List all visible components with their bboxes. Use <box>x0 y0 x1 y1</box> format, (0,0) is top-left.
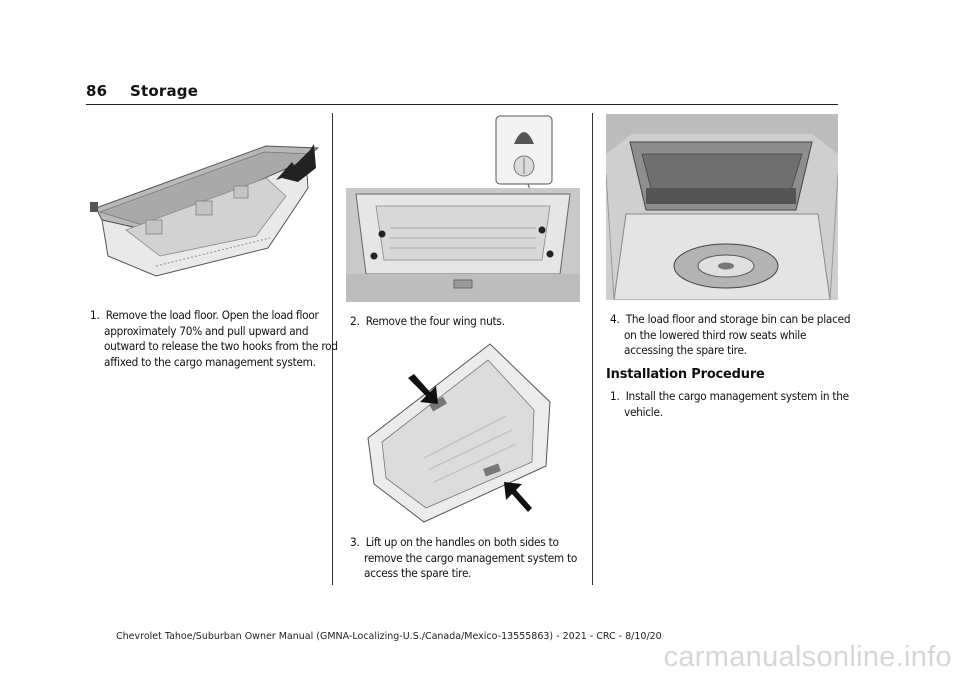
figure-lift-handles <box>367 343 551 523</box>
page-number: 86 <box>86 82 108 100</box>
figure-wing-nuts <box>346 115 580 302</box>
column-divider-2 <box>592 113 593 585</box>
installation-step-1-text: 1. Install the cargo management system i… <box>610 389 849 419</box>
page-footer: Chevrolet Tahoe/Suburban Owner Manual (G… <box>116 631 662 642</box>
page-header: 86 Storage <box>86 82 838 105</box>
figure-open-load-floor <box>90 144 320 277</box>
step-3-text: 3. Lift up on the handles on both sides … <box>350 535 578 581</box>
step-2-text: 2. Remove the four wing nuts. <box>350 314 505 328</box>
column-divider-1 <box>332 113 333 585</box>
watermark: carmanualsonline.info <box>663 641 952 673</box>
section-title: Storage <box>130 82 199 100</box>
step-1-text: 1. Remove the load floor. Open the load … <box>90 308 338 369</box>
step-4-text: 4. The load floor and storage bin can be… <box>610 312 851 358</box>
installation-heading: Installation Procedure <box>606 367 765 382</box>
figure-spare-tire <box>606 114 838 300</box>
